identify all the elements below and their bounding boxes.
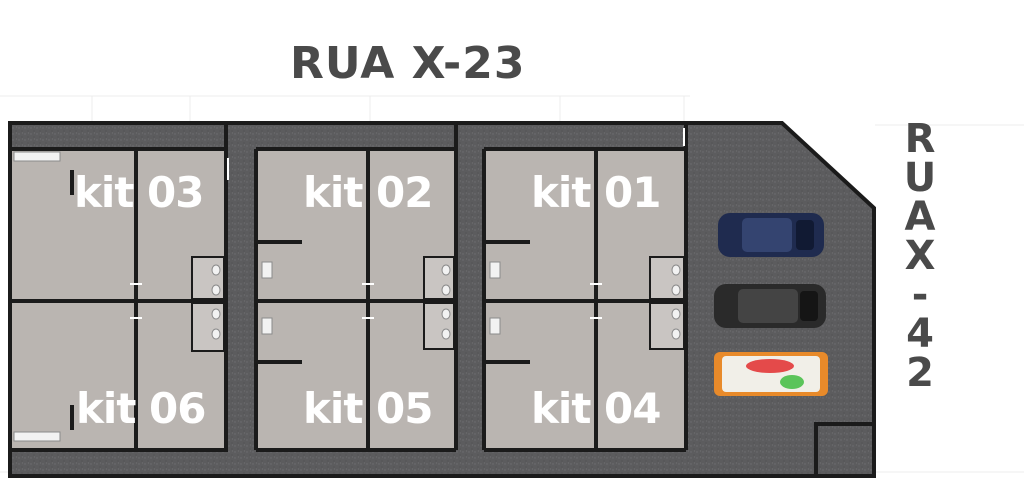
unit-label-kit-01[interactable]: kit 01 <box>531 168 661 217</box>
street-name-right: R U A X - 4 2 <box>895 116 945 396</box>
doors <box>130 128 685 319</box>
street-letter: - <box>911 272 929 318</box>
unit-label-kit-03[interactable]: kit 03 <box>74 168 204 217</box>
street-name-top: RUA X-23 <box>290 38 526 89</box>
orange-van-icon <box>714 352 828 396</box>
unit-label-kit-04[interactable]: kit 04 <box>531 384 661 433</box>
unit-label-kit-02[interactable]: kit 02 <box>303 168 433 217</box>
street-letter: 4 <box>906 311 934 357</box>
kit-06-floor <box>12 303 224 449</box>
fixtures <box>13 151 681 442</box>
street-letter: A <box>904 194 936 240</box>
kit-02-floor <box>258 149 454 299</box>
black-car-icon <box>714 284 826 328</box>
unit-label-kit-05[interactable]: kit 05 <box>303 384 433 433</box>
unit-floors <box>12 149 684 449</box>
street-letter: X <box>904 233 936 279</box>
kit-03-floor <box>12 149 224 299</box>
street-letter: U <box>903 155 937 201</box>
unit-label-kit-06[interactable]: kit 06 <box>76 384 206 433</box>
street-letter: R <box>904 116 936 162</box>
navy-car-icon <box>718 213 824 257</box>
bathrooms <box>191 256 685 352</box>
vehicles <box>714 213 828 396</box>
walls <box>10 123 874 476</box>
kit-05-floor <box>258 303 454 449</box>
street-letter: 2 <box>906 350 934 396</box>
